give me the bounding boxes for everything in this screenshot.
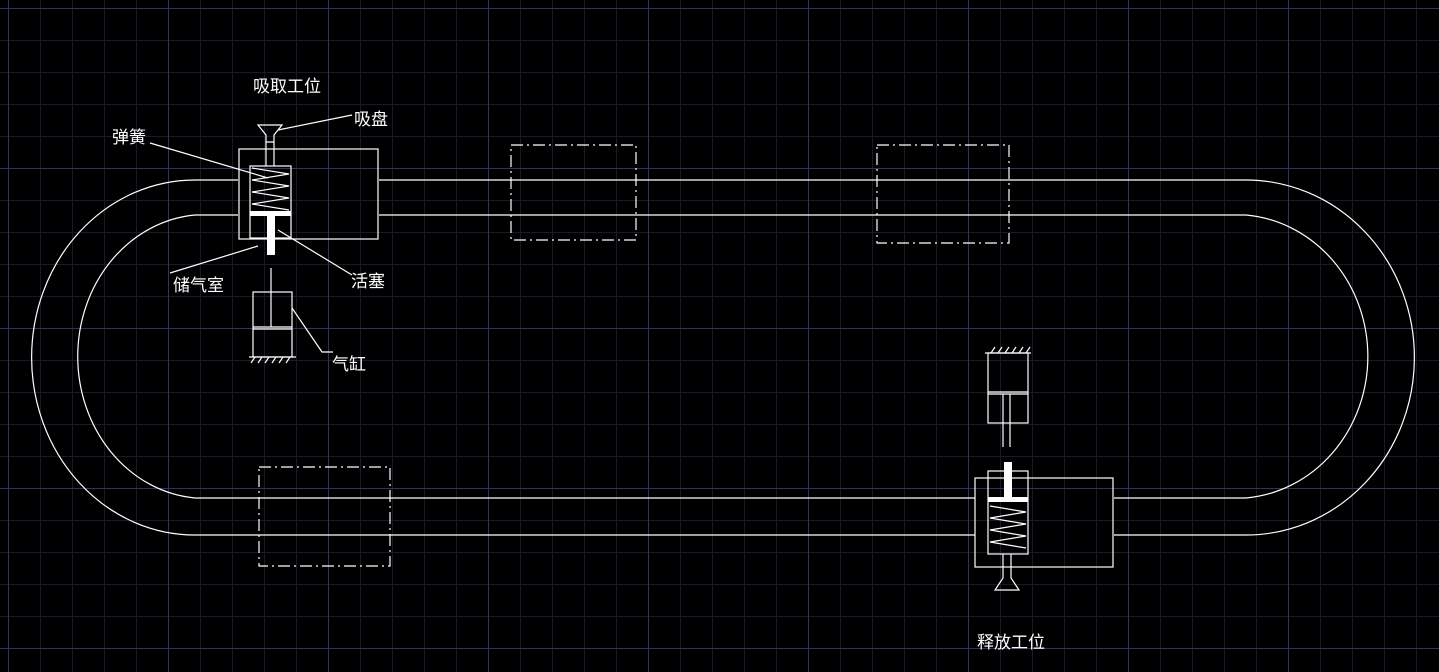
track-left-inner-curve <box>77 214 238 499</box>
pickup-cylinder <box>249 268 296 364</box>
pickup-station-label: 吸取工位 <box>253 77 321 97</box>
carrier-placeholder-top-middle <box>510 144 637 241</box>
release-station-label: 释放工位 <box>977 633 1045 653</box>
gas-chamber-label: 储气室 <box>173 276 224 296</box>
ground-hatch-icon <box>250 356 291 364</box>
pickup-piston-head <box>250 211 291 216</box>
leader-spring <box>149 142 269 179</box>
pickup-carrier-body <box>238 148 379 240</box>
track-right-inner-curve <box>1245 214 1369 499</box>
leader-suction-cup <box>277 114 353 131</box>
conveyor-track <box>31 179 1415 536</box>
carrier-placeholder-bottom-left <box>258 466 391 567</box>
suction-cup-icon <box>256 124 284 166</box>
release-piston-head <box>988 497 1028 502</box>
release-piston-rod <box>1004 462 1012 498</box>
leader-gas-chamber <box>169 245 259 274</box>
release-carrier-body <box>974 477 1114 568</box>
leader-lines <box>149 114 353 353</box>
piston-label: 活塞 <box>351 272 385 292</box>
release-cylinder <box>985 346 1031 447</box>
pickup-piston-rod <box>267 216 275 255</box>
track-left-outer-curve <box>31 179 238 536</box>
spring-icon <box>989 505 1027 549</box>
track-right-outer-curve <box>1245 179 1415 536</box>
leader-piston <box>277 229 353 276</box>
suction-cup-label: 吸盘 <box>354 110 388 130</box>
cylinder-label: 气缸 <box>332 355 366 375</box>
pickup-carrier <box>238 124 379 255</box>
spring-icon <box>251 167 290 211</box>
carrier-placeholder-top-right <box>876 144 1010 244</box>
ground-hatch-icon <box>990 346 1031 354</box>
leader-cylinder <box>291 307 333 353</box>
spring-label: 弹簧 <box>112 128 146 148</box>
release-carrier <box>974 462 1114 591</box>
suction-cup-icon <box>993 554 1021 591</box>
